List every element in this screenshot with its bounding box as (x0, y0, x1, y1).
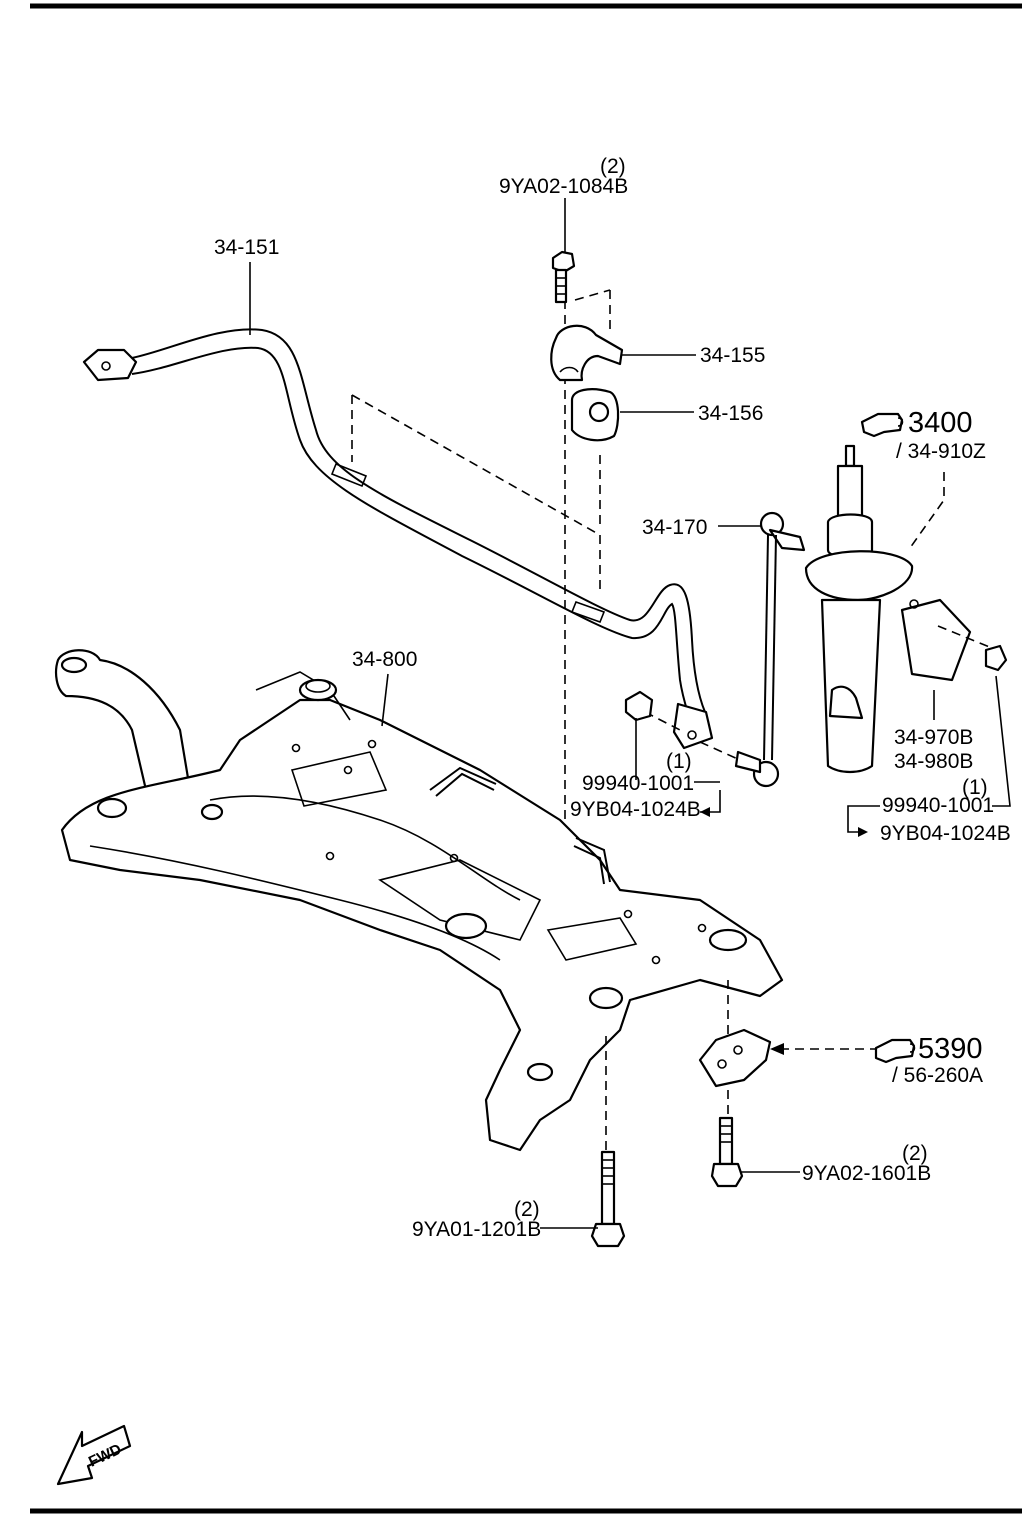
qty-nut-left: (1) (666, 750, 692, 773)
bracket[interactable] (550, 324, 624, 382)
label-nut-right: 99940-1001 (882, 794, 994, 817)
qty-bolt-top: (2) (600, 155, 626, 178)
label-strut-b: 34-980B (894, 750, 973, 773)
bolt-front[interactable] (590, 1150, 626, 1248)
pointer-hand-icon (874, 1038, 916, 1064)
assembly-lines-stabilizer (351, 255, 741, 950)
ref-5390[interactable]: 5390 (918, 1033, 983, 1065)
label-crossmember: 34-800 (352, 648, 417, 671)
label-link: 34-170 (642, 516, 707, 539)
ref-3400-sub: / 34-910Z (896, 440, 986, 463)
label-stabilizer-bar: 34-151 (214, 236, 279, 259)
stabilizer-link[interactable] (734, 511, 806, 788)
label-strut-a: 34-970B (894, 726, 973, 749)
ref-5390-sub: / 56-260A (892, 1064, 983, 1087)
label-nut-left: 99940-1001 (582, 772, 694, 795)
stabilizer-bar[interactable] (82, 328, 714, 750)
qty-bolt-front: (2) (514, 1198, 540, 1221)
bushing[interactable] (570, 388, 620, 442)
crossmember[interactable] (55, 649, 784, 1152)
pointer-hand-icon (860, 412, 904, 438)
forward-arrow-icon: FWD (56, 1424, 132, 1486)
bolt-top[interactable] (551, 250, 576, 304)
label-bracket: 34-155 (700, 344, 765, 367)
label-bolt-top: 9YA02-1084B (499, 175, 628, 198)
leader-lines (249, 198, 1011, 1229)
nut-left[interactable] (624, 690, 654, 722)
label-nut-right-alt: 9YB04-1024B (880, 822, 1011, 845)
label-bolt-rear: 9YA02-1601B (802, 1162, 931, 1185)
nut-right[interactable] (984, 644, 1008, 672)
label-bushing: 34-156 (698, 402, 763, 425)
ref-leader-3400 (909, 472, 945, 549)
qty-nut-right: (1) (962, 776, 988, 799)
label-bolt-front: 9YA01-1201B (412, 1218, 541, 1241)
assembly-line-strut-nut (937, 625, 993, 649)
strut-assembly[interactable] (804, 444, 972, 774)
label-nut-left-alt: 9YB04-1024B (570, 798, 701, 821)
arrow-head-5390 (770, 1043, 784, 1055)
bolt-rear[interactable] (710, 1116, 744, 1188)
qty-bolt-rear: (2) (902, 1142, 928, 1165)
plate-5390[interactable] (698, 1028, 772, 1088)
ref-3400[interactable]: 3400 (908, 407, 973, 439)
